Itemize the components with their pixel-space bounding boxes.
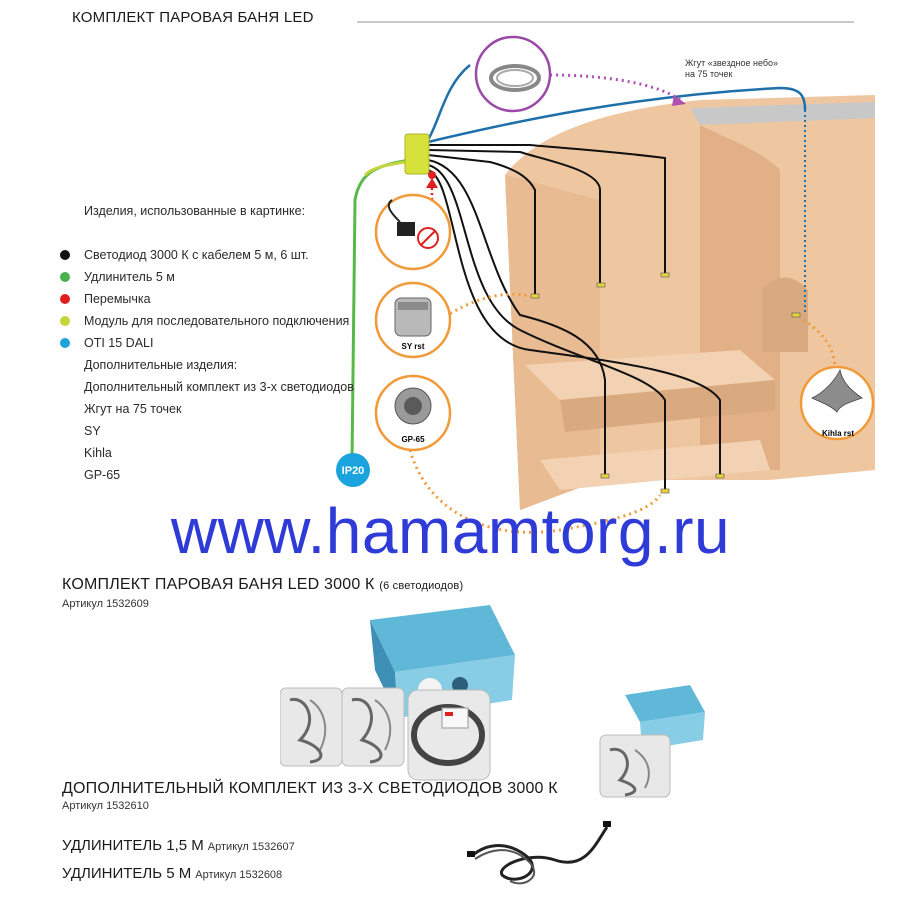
legend-list: Светодиод 3000 К с кабелем 5 м, 6 шт. Уд… <box>60 244 349 354</box>
sy-thumbnail: SY rst <box>374 281 452 359</box>
product1-article: Артикул 1532609 <box>62 598 149 610</box>
steam-room-illustration <box>505 95 875 510</box>
led-marker <box>660 488 670 494</box>
legend-item: Светодиод 3000 К с кабелем 5 м, 6 шт. <box>60 244 349 266</box>
ip20-label: IP20 <box>342 465 365 477</box>
room-niche <box>762 277 808 352</box>
blue-cable-to-ceiling <box>427 86 807 144</box>
led-marker <box>660 272 670 278</box>
legend-extra-item: GP-65 <box>84 468 121 482</box>
sy-label: SY rst <box>402 342 425 351</box>
black-cable-5 <box>427 164 666 490</box>
room-bench-top <box>525 350 775 400</box>
purple-dotted-arrow <box>549 73 681 102</box>
black-cable-3 <box>427 154 536 295</box>
legend-dot-icon <box>60 272 70 282</box>
jumper-thumbnail <box>374 193 452 271</box>
title-rule <box>357 21 854 23</box>
black-cable-2 <box>427 149 601 285</box>
legend-extra-item: Дополнительные изделия: <box>84 358 238 372</box>
black-cables <box>427 144 721 490</box>
kihla-label: Kihla rst <box>822 429 854 438</box>
star-sky-callout: Жгут «звездное небо» на 75 точек <box>685 58 778 80</box>
led-marker <box>791 312 801 318</box>
product2-article: Артикул 1532610 <box>62 800 149 812</box>
black-cable-6 <box>427 169 721 475</box>
legend-item: OTI 15 DALI <box>60 332 349 354</box>
legend-dot-icon <box>60 294 70 304</box>
purple-arrow-head <box>672 95 686 106</box>
extender-cable-image <box>467 821 611 885</box>
extender1-title: УДЛИНИТЕЛЬ 1,5 М <box>62 837 204 854</box>
serial-module <box>404 133 430 175</box>
legend-item: Модуль для последовательного подключения <box>60 310 349 332</box>
blue-cable-to-harness <box>426 64 471 141</box>
product1-title-note: (6 светодиодов) <box>379 580 464 592</box>
legend-extra-item: Kihla <box>84 446 112 460</box>
led-marker <box>596 282 606 288</box>
yellow-green-segment <box>363 160 406 177</box>
legend-dot-icon <box>60 338 70 348</box>
extra-leds-pack <box>599 734 671 798</box>
product-images <box>280 605 705 798</box>
product1-title-text: КОМПЛЕКТ ПАРОВАЯ БАНЯ LED 3000 К <box>62 576 375 593</box>
star-sky-line-1: Жгут «звездное небо» <box>685 58 779 68</box>
room-bench-front <box>560 380 775 432</box>
led-marker <box>600 473 610 479</box>
legend-extra-list: Дополнительные изделия: Дополнительный к… <box>84 354 354 486</box>
orange-dotted-arrow-gp <box>408 449 662 534</box>
product2-title: ДОПОЛНИТЕЛЬНЫЙ КОМПЛЕКТ ИЗ 3-Х СВЕТОДИОД… <box>62 780 558 797</box>
legend-dot-icon <box>60 316 70 326</box>
led-markers <box>530 272 801 494</box>
led-marker <box>715 473 725 479</box>
legend-dot-icon <box>60 250 70 260</box>
red-arrow-head <box>426 178 438 188</box>
legend-item: Перемычка <box>60 288 349 310</box>
gp65-thumbnail: GP-65 <box>374 374 452 452</box>
legend-extra-item: Дополнительный комплект из 3-х светодиод… <box>84 380 354 394</box>
site-watermark[interactable]: www.hamamtorg.ru <box>170 495 731 567</box>
room-bench-lower <box>540 440 770 490</box>
led-cables-pack-2 <box>341 687 405 767</box>
orange-dotted-arrow-kihla <box>799 316 837 371</box>
ip20-badge: IP20 <box>336 453 370 487</box>
gp-label: GP-65 <box>401 435 425 444</box>
legend-intro: Изделия, использованные в картинке: <box>84 204 306 218</box>
driver-pack <box>407 689 491 781</box>
extender2-title: УДЛИНИТЕЛЬ 5 М <box>62 865 192 882</box>
extender1-article: Артикул 1532607 <box>207 841 295 853</box>
product1-title: КОМПЛЕКТ ПАРОВАЯ БАНЯ LED 3000 К (6 свет… <box>62 576 463 594</box>
star-sky-line-2: на 75 точек <box>685 69 733 79</box>
extender2-article: Артикул 1532608 <box>195 869 283 881</box>
page-title: КОМПЛЕКТ ПАРОВАЯ БАНЯ LED <box>72 9 314 26</box>
kihla-thumbnail: Kihla rst <box>799 365 875 441</box>
harness-thumbnail <box>474 35 552 113</box>
legend-extra-item: SY <box>84 424 101 438</box>
legend-extra-item: Жгут на 75 точек <box>84 402 182 416</box>
red-jumper-plug <box>428 171 436 179</box>
legend-item: Удлинитель 5 м <box>60 266 349 288</box>
led-cables-pack-1 <box>280 687 343 767</box>
room-top-edge <box>690 102 875 125</box>
steam-room-diagram: SY rst GP-65 Kihla rst IP20 <box>336 35 875 534</box>
black-cable-1 <box>428 144 666 275</box>
led-marker <box>530 293 540 299</box>
black-cable-4 <box>427 159 606 475</box>
